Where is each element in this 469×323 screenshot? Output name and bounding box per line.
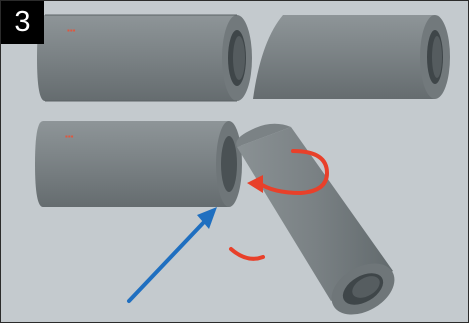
pipe-straight-cut: ▪▪▪ bbox=[37, 15, 252, 101]
step-number-badge: 3 bbox=[1, 1, 44, 44]
pointer-arrow-icon bbox=[129, 207, 217, 301]
pipe-joined-left: ▪▪▪ bbox=[35, 121, 242, 207]
pipe-marking: ▪▪▪ bbox=[67, 26, 76, 35]
pipe-marking-2: ▪▪▪ bbox=[65, 132, 74, 141]
pipe-joined-angled bbox=[236, 124, 403, 322]
pipe-angled-cut bbox=[253, 15, 450, 99]
